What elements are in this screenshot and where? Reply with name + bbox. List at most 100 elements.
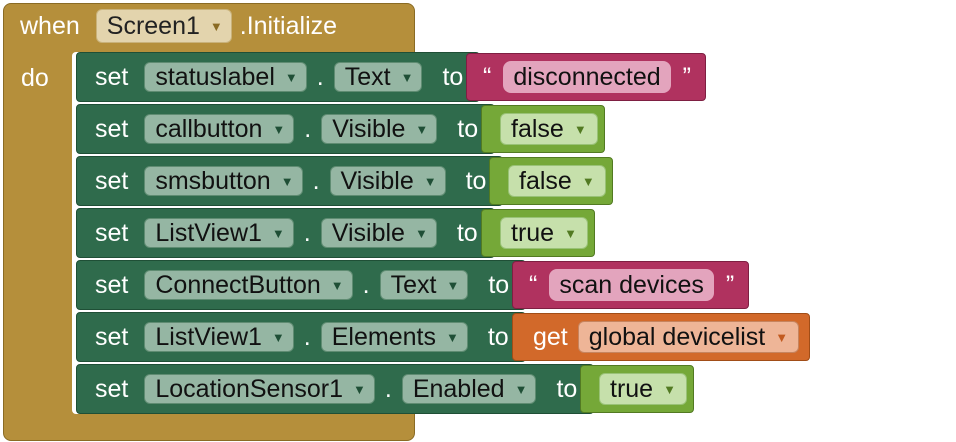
boolean-dropdown[interactable]: false▼ (500, 113, 598, 145)
property-dropdown-value: Visible (340, 166, 414, 195)
property-dropdown[interactable]: Visible ▼ (321, 114, 438, 144)
dropdown-arrow-icon: ▼ (284, 69, 298, 85)
boolean-dropdown-value: false (511, 114, 564, 143)
logic-boolean-block[interactable]: true ▼ (580, 365, 694, 413)
dropdown-arrow-icon: ▼ (423, 173, 437, 189)
set-property-block[interactable]: set smsbutton ▼. Visible ▼ to (76, 156, 504, 206)
to-keyword: to (442, 62, 464, 91)
property-dropdown-value: Visible (332, 114, 406, 143)
dropdown-arrow-icon: ▼ (353, 381, 366, 397)
property-dropdown-value: Text (344, 62, 391, 91)
boolean-dropdown[interactable]: true ▼ (599, 373, 687, 405)
dropdown-arrow-icon: ▼ (564, 225, 577, 241)
dot-separator: . (362, 270, 370, 299)
property-dropdown-value: Elements (331, 322, 436, 351)
component-dropdown-value: LocationSensor1 (155, 374, 343, 403)
logic-boolean-block[interactable]: false ▼ (489, 157, 613, 205)
dropdown-arrow-icon: ▼ (445, 329, 459, 345)
component-dropdown[interactable]: smsbutton ▼ (144, 166, 303, 196)
event-name: .Initialize (239, 11, 338, 40)
get-keyword: get (533, 322, 568, 351)
boolean-dropdown[interactable]: true ▼ (500, 217, 588, 249)
component-dropdown-value: statuslabel (155, 62, 275, 91)
component-dropdown-value: callbutton (155, 114, 263, 143)
dropdown-arrow-icon: ▼ (581, 173, 595, 189)
set-property-block[interactable]: set ListView1 ▼. Elements ▼ to (76, 312, 526, 362)
boolean-dropdown-value: false (519, 166, 572, 195)
to-keyword: to (456, 218, 478, 247)
dropdown-arrow-icon: ▼ (775, 329, 789, 345)
dropdown-arrow-icon: ▼ (209, 18, 223, 34)
dot-separator: . (304, 114, 312, 143)
component-dropdown-value: ListView1 (155, 218, 262, 247)
component-dropdown[interactable]: Screen1 ▼ (95, 9, 232, 43)
set-keyword: set (95, 218, 129, 247)
set-property-block[interactable]: set ConnectButton ▼. Text▼ to (76, 260, 527, 310)
component-dropdown[interactable]: callbutton ▼ (144, 114, 295, 144)
to-keyword: to (556, 374, 578, 403)
to-keyword: to (457, 114, 479, 143)
property-dropdown[interactable]: Text ▼ (333, 62, 423, 92)
to-keyword: to (487, 322, 509, 351)
set-keyword: set (95, 270, 129, 299)
property-dropdown-value: Enabled (412, 374, 505, 403)
string-value-field[interactable]: disconnected (503, 61, 671, 93)
dropdown-arrow-icon: ▼ (271, 329, 285, 345)
component-dropdown-value: ListView1 (155, 322, 262, 351)
dropdown-arrow-icon: ▼ (330, 277, 344, 293)
dropdown-arrow-icon: ▼ (272, 121, 286, 137)
do-keyword: do (21, 64, 49, 92)
get-variable-block[interactable]: get global devicelist ▼ (512, 313, 811, 361)
dot-separator: . (303, 322, 311, 351)
property-dropdown[interactable]: Enabled ▼ (401, 374, 537, 404)
boolean-dropdown-value: true (610, 374, 654, 403)
dropdown-arrow-icon: ▼ (414, 225, 428, 241)
logic-boolean-block[interactable]: false▼ (481, 105, 605, 153)
boolean-dropdown[interactable]: false ▼ (508, 165, 606, 197)
set-property-block[interactable]: set statuslabel ▼. Text ▼ to (76, 52, 481, 102)
dropdown-arrow-icon: ▼ (280, 173, 294, 189)
component-dropdown[interactable]: ConnectButton ▼ (144, 270, 353, 300)
close-quote: ” (725, 270, 735, 299)
variable-dropdown[interactable]: global devicelist ▼ (577, 321, 800, 353)
close-quote: ” (682, 62, 691, 91)
dot-separator: . (384, 374, 392, 403)
set-keyword: set (95, 114, 129, 143)
component-dropdown-value: smsbutton (155, 166, 271, 195)
open-quote: “ (529, 270, 538, 299)
dropdown-arrow-icon: ▼ (415, 121, 429, 137)
set-keyword: set (95, 62, 129, 91)
property-dropdown[interactable]: Visible ▼ (329, 166, 446, 196)
component-dropdown-value: Screen1 (106, 11, 200, 40)
component-dropdown-value: ConnectButton (155, 270, 321, 299)
variable-dropdown-value: global devicelist (588, 322, 766, 351)
set-property-block[interactable]: set callbutton ▼. Visible ▼ to (76, 104, 496, 154)
dropdown-arrow-icon: ▼ (446, 277, 460, 293)
event-header: when Screen1 ▼ .Initialize (4, 4, 337, 48)
to-keyword: to (488, 270, 510, 299)
property-dropdown[interactable]: Visible▼ (320, 218, 437, 248)
text-string-block[interactable]: “ scan devices ” (512, 261, 750, 309)
property-dropdown[interactable]: Text▼ (379, 270, 469, 300)
dropdown-arrow-icon: ▼ (663, 381, 676, 397)
dropdown-arrow-icon: ▼ (400, 69, 414, 85)
to-keyword: to (465, 166, 487, 195)
component-dropdown[interactable]: statuslabel ▼ (144, 62, 307, 92)
set-keyword: set (95, 166, 129, 195)
set-keyword: set (95, 374, 129, 403)
component-dropdown[interactable]: ListView1▼ (144, 218, 294, 248)
component-dropdown[interactable]: LocationSensor1 ▼ (144, 374, 375, 404)
boolean-dropdown-value: true (511, 218, 555, 247)
dot-separator: . (316, 62, 324, 91)
set-property-block[interactable]: set LocationSensor1 ▼. Enabled ▼ to (76, 364, 595, 414)
logic-boolean-block[interactable]: true ▼ (481, 209, 595, 257)
component-dropdown[interactable]: ListView1 ▼ (144, 322, 294, 352)
dot-separator: . (312, 166, 320, 195)
text-string-block[interactable]: “disconnected” (466, 53, 706, 101)
string-value-field[interactable]: scan devices (549, 269, 714, 301)
dot-separator: . (303, 218, 311, 247)
property-dropdown[interactable]: Elements ▼ (320, 322, 468, 352)
set-keyword: set (95, 322, 129, 351)
dropdown-arrow-icon: ▼ (514, 381, 528, 397)
